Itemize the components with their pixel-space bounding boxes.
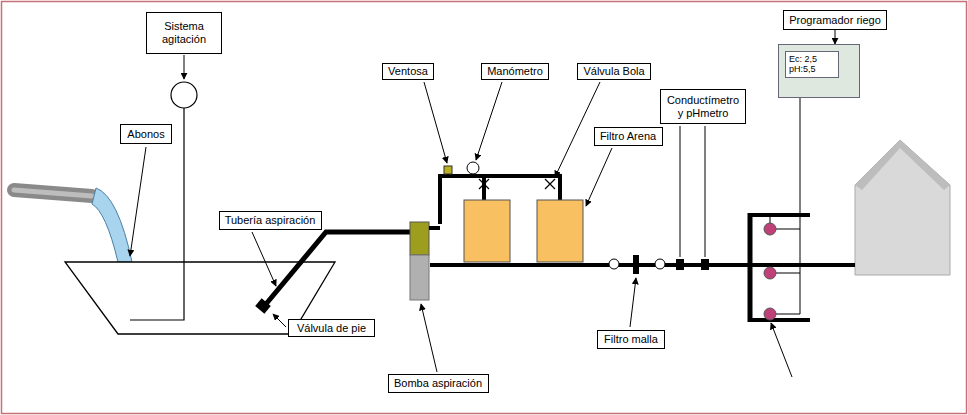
air-valve <box>444 166 452 174</box>
water-jet <box>92 188 132 262</box>
callout-label: Manómetro <box>481 63 549 80</box>
greenhouse <box>855 140 950 275</box>
manifold <box>748 213 753 322</box>
callout-label: Bomba aspiración <box>388 374 489 393</box>
callout-label: Tubería aspiración <box>219 211 322 230</box>
callout-label: Filtro malla <box>597 330 665 349</box>
label-text: Manómetro <box>484 65 546 78</box>
gauge <box>655 259 665 269</box>
solenoid-valve <box>764 223 776 235</box>
mesh-filter <box>633 255 639 274</box>
label-text: Bomba aspiración <box>391 377 485 390</box>
solenoid-valve <box>764 267 776 279</box>
callout-label: Filtro Arena <box>594 127 663 146</box>
pump-motor <box>410 222 429 255</box>
label-text: Filtro malla <box>601 333 661 346</box>
sand-filter <box>464 200 510 262</box>
foot-valve <box>255 298 271 313</box>
label-text: Conductímetro y pHmetro <box>661 94 745 119</box>
inlet-pipe <box>14 190 92 196</box>
control-wire <box>800 98 801 314</box>
sand-filter <box>537 200 583 262</box>
label-text: Válvula de pie <box>294 322 369 335</box>
label-text: Válvula Bola <box>580 65 647 78</box>
agitator-motor <box>171 82 197 108</box>
callout-label: Válvula Bola <box>577 63 651 80</box>
irrigation-controller: Ec: 2,5 pH:5,5 <box>778 44 860 98</box>
ball-valve <box>479 179 489 189</box>
gauge <box>609 259 619 269</box>
callout-label: Conductímetro y pHmetro <box>660 89 746 124</box>
label-text: Ec: 2,5 pH:5,5 <box>785 51 839 78</box>
label-text: Filtro Arena <box>597 130 659 143</box>
leader-lines <box>130 55 792 377</box>
label-text: Tubería aspiración <box>222 214 319 227</box>
suction-pump <box>410 255 429 300</box>
callout-label: Sistema agitación <box>146 12 222 54</box>
ec-sensor <box>676 259 684 270</box>
solenoid-valve <box>764 308 776 320</box>
label-text: Programador riego <box>786 14 884 27</box>
label-text: Abonos <box>124 128 167 141</box>
connector-arrow <box>835 30 836 44</box>
label-text: Ventosa <box>385 65 431 78</box>
ball-valve <box>545 179 555 189</box>
ph-sensor <box>701 259 709 270</box>
callout-label: Abonos <box>120 124 172 144</box>
callout-label: Programador riego <box>783 10 887 30</box>
suction-pipe <box>266 232 412 304</box>
callout-label: Válvula de pie <box>288 319 375 337</box>
pressure-gauge <box>467 162 479 174</box>
label-text: Sistema agitación <box>147 20 221 45</box>
callout-label: Ventosa <box>382 63 434 80</box>
